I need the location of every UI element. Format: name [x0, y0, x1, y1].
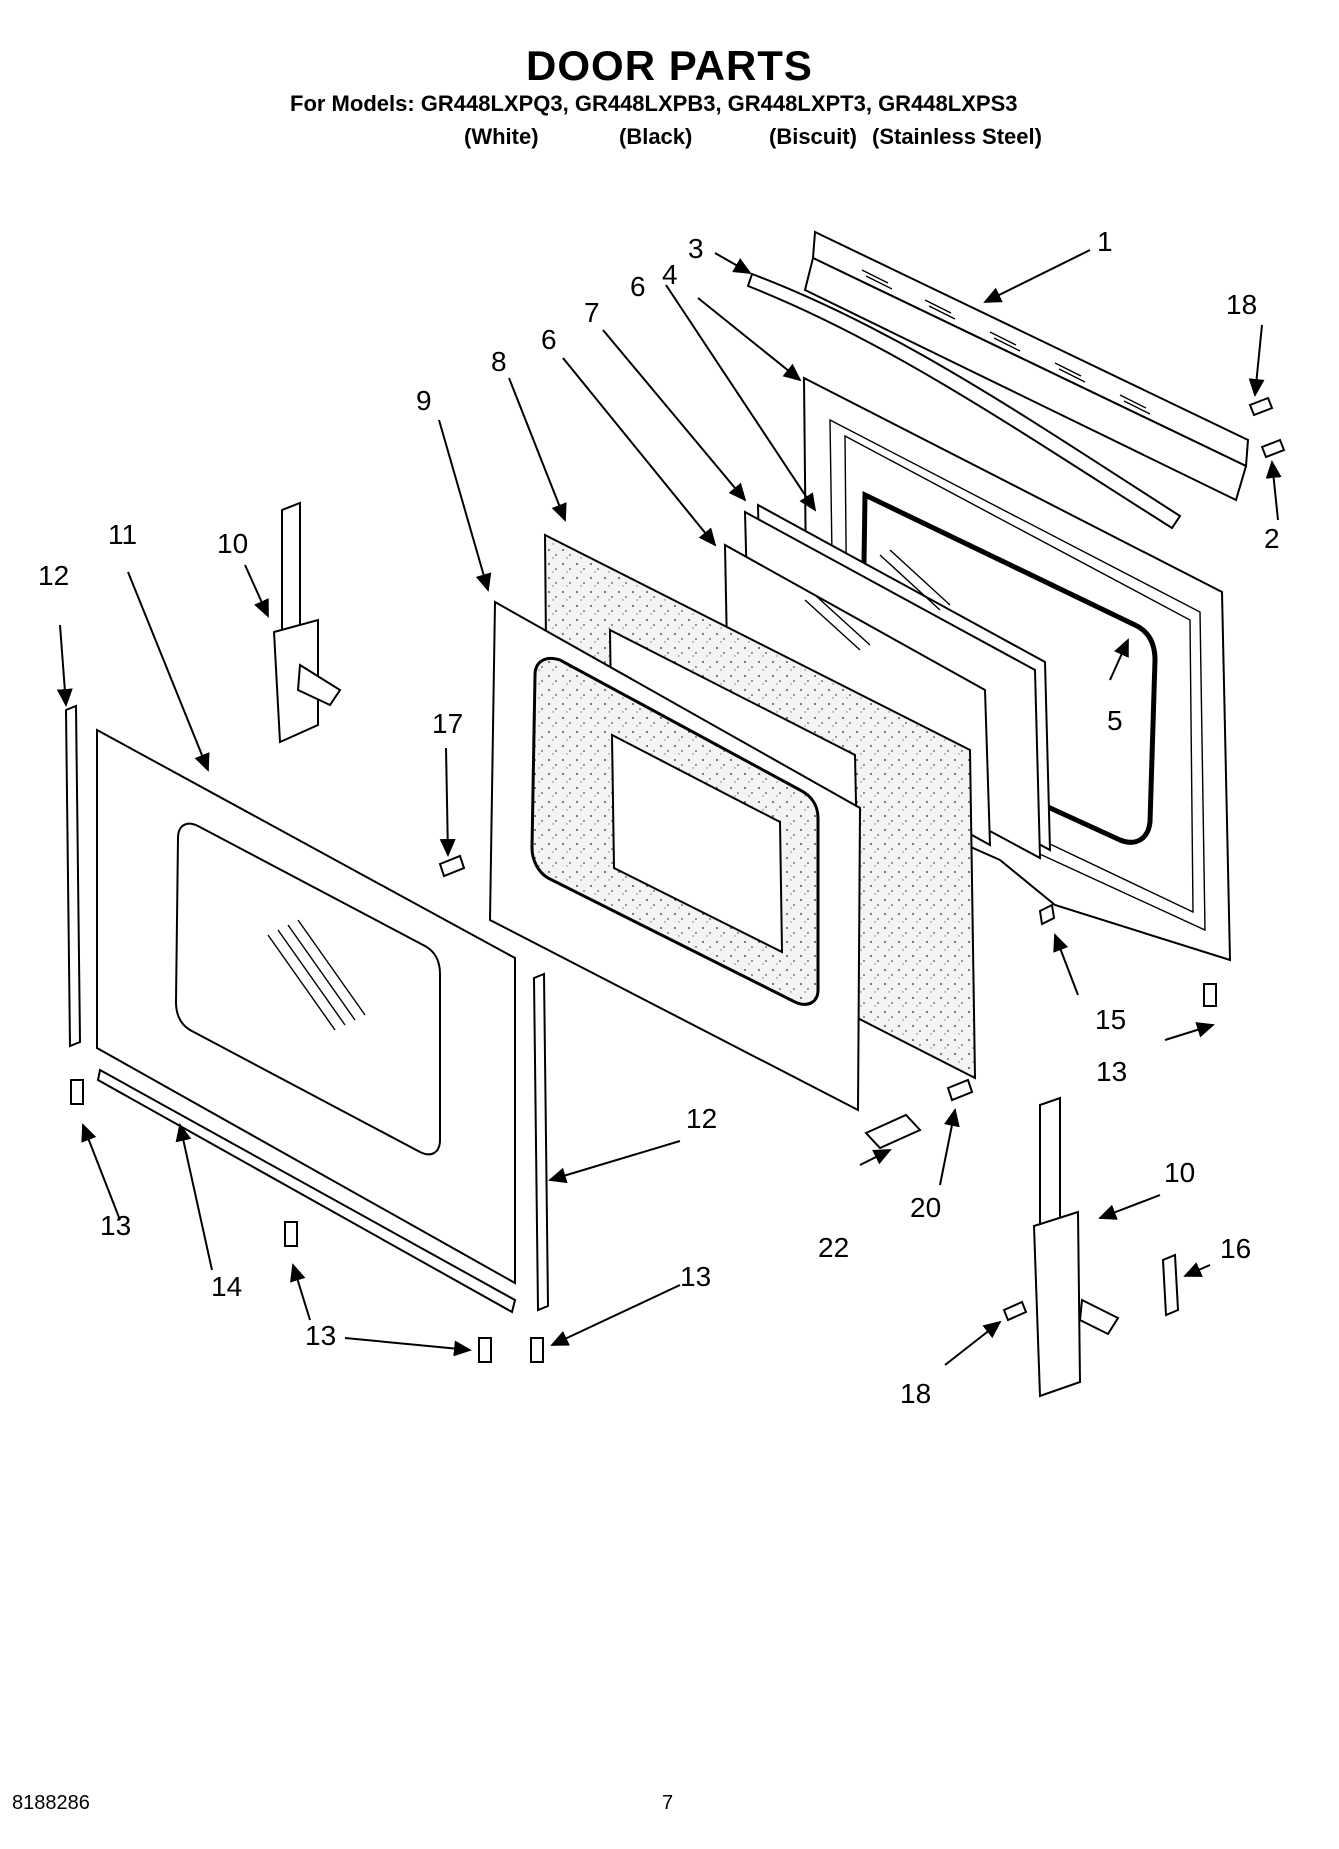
finish-white: (White) [464, 124, 539, 149]
callout-17: 17 [432, 708, 463, 739]
callout-10b: 10 [1164, 1157, 1195, 1188]
callout-13b: 13 [100, 1210, 131, 1241]
models-line: For Models: GR448LXPQ3, GR448LXPB3, GR44… [290, 91, 1018, 116]
finish-biscuit: (Biscuit) [769, 124, 857, 149]
part-hinges [272, 501, 1120, 1398]
callout-12b: 12 [686, 1103, 717, 1134]
part-door-frame [488, 600, 862, 1112]
callout-13c: 13 [305, 1320, 336, 1351]
callout-18b: 18 [900, 1378, 931, 1409]
finish-black: (Black) [619, 124, 693, 149]
document-number: 8188286 [12, 1792, 90, 1814]
leader-lines [56, 249, 1282, 1366]
part-door-handle [746, 272, 1182, 530]
callout-10a: 10 [217, 528, 248, 559]
part-outer-door-panel [96, 728, 516, 1285]
callout-numbers: 1 2 3 4 5 6 6 7 8 9 10 10 11 12 12 13 13… [38, 226, 1280, 1409]
part-bottom-trim [96, 1068, 517, 1314]
callout-9: 9 [416, 385, 432, 416]
callout-12a: 12 [38, 560, 69, 591]
callout-1: 1 [1097, 226, 1113, 257]
callout-16: 16 [1220, 1233, 1251, 1264]
callout-4: 4 [662, 259, 678, 290]
callout-13d: 13 [680, 1261, 711, 1292]
callout-18a: 18 [1226, 289, 1257, 320]
page-number: 7 [662, 1792, 674, 1814]
callout-6b: 6 [541, 324, 557, 355]
callout-5: 5 [1107, 705, 1123, 736]
callout-15: 15 [1095, 1004, 1126, 1035]
part-fasteners [70, 396, 1286, 1363]
callout-22: 22 [818, 1232, 849, 1263]
finish-stainless: (Stainless Steel) [872, 124, 1042, 149]
callout-11: 11 [108, 519, 137, 550]
callout-3: 3 [688, 233, 704, 264]
callout-8: 8 [491, 346, 507, 377]
callout-6a: 6 [630, 271, 646, 302]
callout-13a: 13 [1096, 1056, 1127, 1087]
callout-14: 14 [211, 1271, 242, 1302]
page-title: DOOR PARTS [526, 42, 813, 89]
callout-7: 7 [584, 297, 600, 328]
part-top-vent-trim [803, 230, 1250, 502]
callout-20: 20 [910, 1192, 941, 1223]
callout-2: 2 [1264, 523, 1280, 554]
part-side-trims [64, 704, 550, 1312]
